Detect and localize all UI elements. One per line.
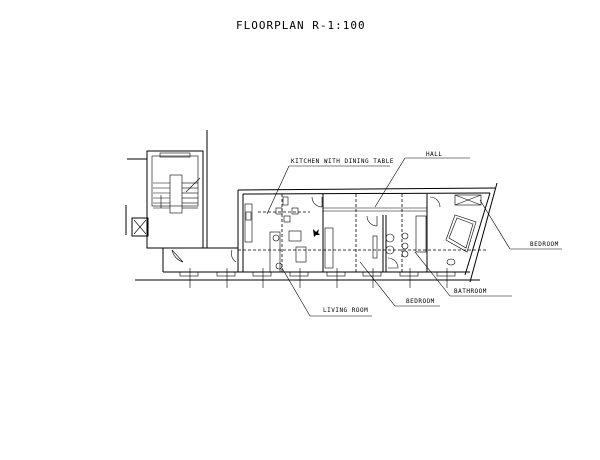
- fixtures: [244, 194, 482, 273]
- room-labels: KITCHEN WITH DINING TABLE HALL BEDROOM B…: [266, 151, 562, 317]
- label-living-room: LIVING ROOM: [323, 307, 368, 314]
- apartment-walls: [135, 182, 498, 283]
- drawing-title: FLOORPLAN R-1:100: [236, 19, 366, 32]
- staircase: [125, 130, 238, 272]
- label-kitchen: KITCHEN WITH DINING TABLE: [291, 158, 394, 165]
- label-hall: HALL: [426, 151, 442, 158]
- label-bedroom-lower: BEDROOM: [406, 298, 435, 305]
- label-bedroom-right: BEDROOM: [530, 241, 559, 248]
- label-bathroom: BATHROOM: [454, 288, 487, 295]
- columns: [179, 268, 456, 288]
